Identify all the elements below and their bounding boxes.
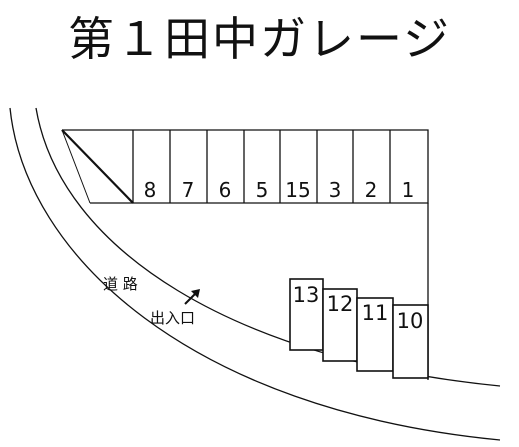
upper-row-diagonal [61, 129, 134, 204]
space-number: 11 [362, 301, 389, 325]
space-number: 8 [144, 178, 157, 202]
upper-row-outline [62, 129, 429, 204]
space-number: 12 [327, 292, 354, 316]
space-number: 15 [285, 178, 310, 202]
parking-space-10 [392, 304, 429, 379]
road-outer-edge [9, 107, 501, 441]
parking-space-11 [356, 297, 394, 372]
entrance-label: 出入口 [150, 309, 195, 327]
road-label: 道 路 [103, 275, 138, 293]
parking-space-12 [322, 288, 358, 362]
lower-row-spaces: 13 12 11 10 [289, 278, 429, 379]
space-number: 3 [329, 178, 342, 202]
road-inner-edge [35, 107, 501, 387]
upper-row-diagonal-side [61, 129, 91, 204]
space-number: 7 [182, 178, 195, 202]
space-number: 5 [256, 178, 269, 202]
page-title: 第１田中ガレージ [67, 12, 452, 66]
entrance-arrow-icon [184, 289, 200, 305]
space-number: 13 [293, 283, 320, 307]
upper-row-dividers [132, 130, 391, 203]
space-number: 10 [397, 309, 424, 333]
space-number: 1 [402, 178, 415, 202]
space-number: 2 [365, 178, 378, 202]
upper-row-numbers: 8 7 6 5 15 3 2 1 [144, 178, 415, 202]
space-number: 6 [219, 178, 232, 202]
